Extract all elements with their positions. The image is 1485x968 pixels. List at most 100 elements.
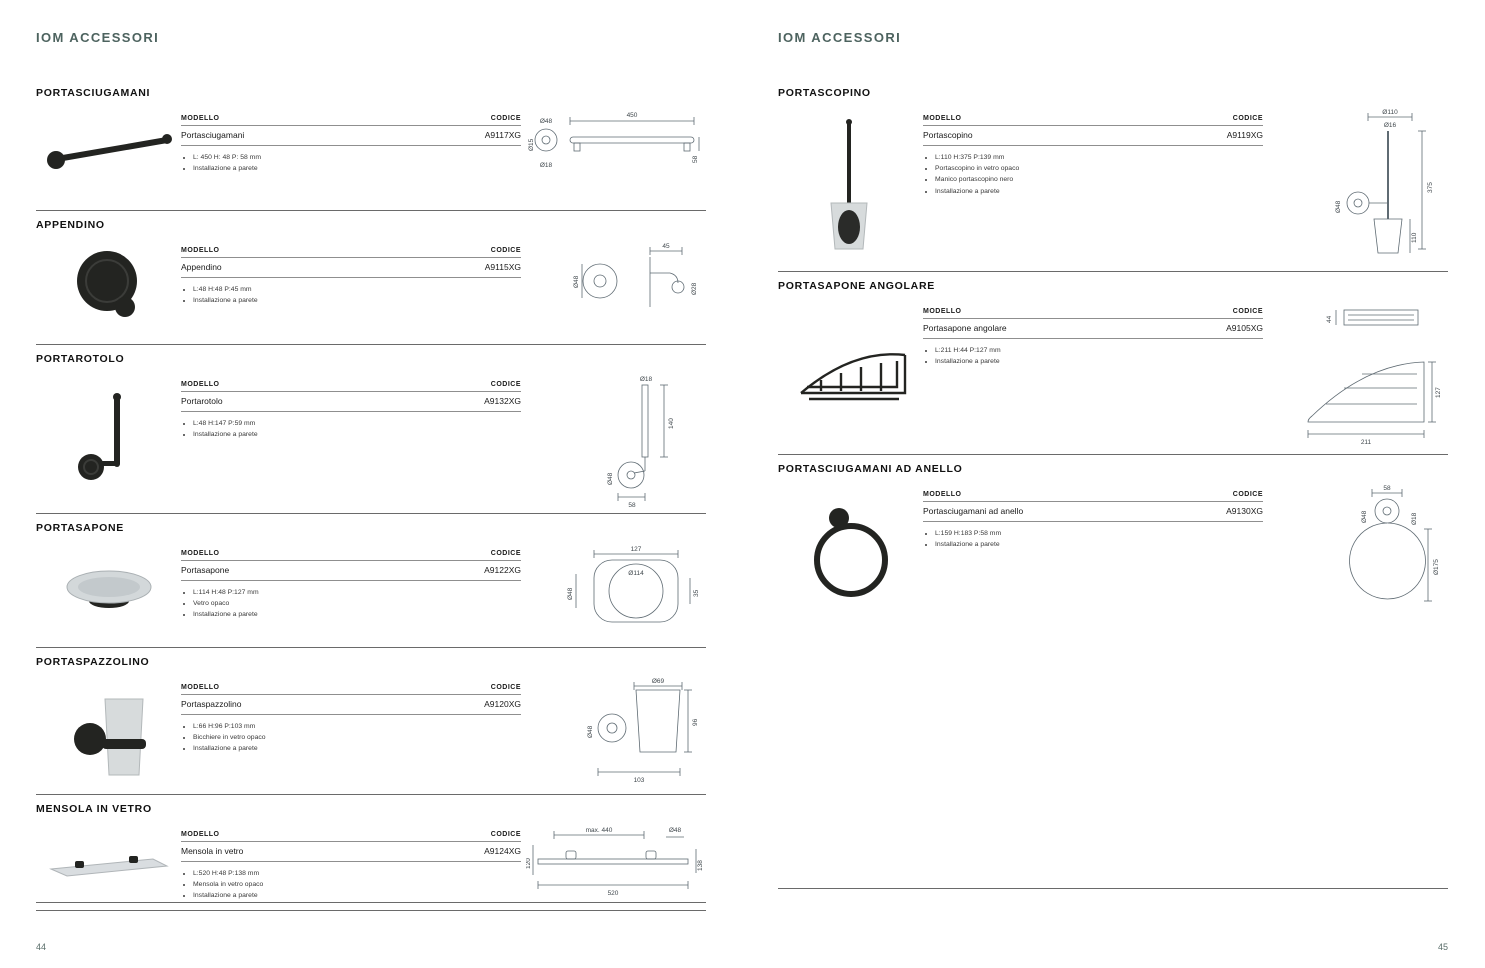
section-title: PORTASAPONE <box>36 522 125 534</box>
dim-label: Ø175 <box>1433 559 1440 575</box>
model-name: Appendino <box>181 262 222 272</box>
dim-label: 45 <box>662 243 670 250</box>
dim-label: max. 440 <box>586 827 613 834</box>
product-photo-glass-shelf <box>36 823 181 903</box>
product-photo-toilet-brush <box>778 107 923 267</box>
dim-label: Ø18 <box>1411 512 1418 525</box>
dim-label: Ø18 <box>540 162 553 169</box>
technical-drawing-towel-ring: 58 Ø48 Ø18 Ø175 <box>1263 483 1448 617</box>
model-name: Portasciugamani <box>181 130 245 140</box>
spec-bullet: Installazione a parete <box>935 356 1263 367</box>
section-title: PORTASCIUGAMANI AD ANELLO <box>778 463 963 475</box>
dim-label: Ø48 <box>669 827 682 834</box>
section-mensola: MENSOLA IN VETRO MODELLO CODICE Mens <box>36 795 706 911</box>
code-header: CODICE <box>490 247 521 254</box>
dim-label: 103 <box>634 777 645 784</box>
dim-label: 120 <box>526 858 532 869</box>
spec-bullet: L:66 H:96 P:103 mm <box>193 721 521 732</box>
dim-label: Ø28 <box>691 282 698 295</box>
spec-list: L:66 H:96 P:103 mm Bicchiere in vetro op… <box>193 721 521 755</box>
dim-label: 58 <box>692 155 699 163</box>
spec-list: L:110 H:375 P:139 mm Portascopino in vet… <box>935 152 1263 197</box>
dim-label: Ø16 <box>1384 122 1397 129</box>
dim-label: 211 <box>1361 439 1372 446</box>
spec-list: L:211 H:44 P:127 mm Installazione a pare… <box>935 345 1263 367</box>
product-info: MODELLO CODICE Portascopino A9119XG L:11… <box>923 107 1263 267</box>
spec-list: L:48 H:48 P:45 mm Installazione a parete <box>193 284 521 306</box>
dim-label: 35 <box>693 589 700 597</box>
product-code: A9124XG <box>484 846 521 856</box>
spec-bullet: Bicchiere in vetro opaco <box>193 732 521 743</box>
technical-drawing-glass-shelf: max. 440 Ø48 120 138 520 <box>521 823 706 903</box>
page-number: 45 <box>1437 942 1448 952</box>
product-photo-soap-dish <box>36 542 181 634</box>
dim-label: Ø69 <box>652 678 665 685</box>
section-title: PORTAROTOLO <box>36 353 125 365</box>
section-appendino: APPENDINO MODELLO CODICE Appendino <box>36 211 706 345</box>
section-portasapone: PORTASAPONE MODELLO CODICE Portasapo <box>36 514 706 648</box>
dim-label: 58 <box>628 502 636 509</box>
product-photo-towel-ring <box>778 483 923 617</box>
code-header: CODICE <box>490 550 521 557</box>
code-header: CODICE <box>1232 115 1263 122</box>
dim-label: 44 <box>1326 315 1333 323</box>
page-header: IOM ACCESSORI <box>778 30 902 45</box>
product-code: A9130XG <box>1226 506 1263 516</box>
technical-drawing-tumbler: Ø69 Ø48 96 103 <box>521 676 706 790</box>
spec-bullet: L:159 H:183 P:58 mm <box>935 528 1263 539</box>
spec-bullet: L:114 H:48 P:127 mm <box>193 587 521 598</box>
page-header: IOM ACCESSORI <box>36 30 160 45</box>
code-header: CODICE <box>1232 491 1263 498</box>
product-code: A9119XG <box>1226 130 1263 140</box>
spec-list: L:159 H:183 P:58 mm Installazione a pare… <box>935 528 1263 550</box>
code-header: CODICE <box>490 831 521 838</box>
section-title: MENSOLA IN VETRO <box>36 803 152 815</box>
product-code: A9105XG <box>1226 323 1263 333</box>
product-info: MODELLO CODICE Mensola in vetro A9124XG … <box>181 823 521 903</box>
spec-bullet: Installazione a parete <box>193 743 521 754</box>
section-portasapone-angolare: PORTASAPONE ANGOLARE <box>778 272 1448 455</box>
product-photo-tumbler <box>36 676 181 790</box>
code-header: CODICE <box>1232 308 1263 315</box>
dim-label: 127 <box>631 546 642 553</box>
spec-bullet: Vetro opaco <box>193 598 521 609</box>
product-info: MODELLO CODICE Portasciugamani ad anello… <box>923 483 1263 617</box>
section-title: PORTASPAZZOLINO <box>36 656 150 668</box>
product-photo-hook <box>36 239 181 331</box>
spec-bullet: Installazione a parete <box>193 609 521 620</box>
spec-bullet: Installazione a parete <box>193 295 521 306</box>
dim-label: Ø48 <box>540 118 553 125</box>
dim-label: 140 <box>668 418 675 429</box>
product-info: MODELLO CODICE Portaspazzolino A9120XG L… <box>181 676 521 790</box>
product-info: MODELLO CODICE Portasapone A9122XG L:114… <box>181 542 521 634</box>
model-header: MODELLO <box>181 684 220 691</box>
model-name: Portasapone angolare <box>923 323 1007 333</box>
page-left: IOM ACCESSORI PORTASCIUGAMANI MODELLO CO… <box>0 0 742 968</box>
product-code: A9117XG <box>484 130 521 140</box>
page-right: IOM ACCESSORI PORTASCOPINO MODELLO CODIC <box>742 0 1484 968</box>
product-photo-towel-bar <box>36 107 181 189</box>
section-title: PORTASCIUGAMANI <box>36 87 151 99</box>
code-header: CODICE <box>490 115 521 122</box>
technical-drawing-towel-bar: 450 Ø48 Ø15 Ø18 58 <box>521 107 706 189</box>
product-photo-roll-holder <box>36 373 181 509</box>
dim-label: Ø114 <box>628 570 644 577</box>
model-name: Portaspazzolino <box>181 699 242 709</box>
section-anello: PORTASCIUGAMANI AD ANELLO MODELLO CODICE… <box>778 455 1448 621</box>
spec-bullet: L:110 H:375 P:139 mm <box>935 152 1263 163</box>
spec-bullet: Installazione a parete <box>193 890 521 901</box>
product-info: MODELLO CODICE Portasciugamani A9117XG L… <box>181 107 521 189</box>
section-title: PORTASAPONE ANGOLARE <box>778 280 935 292</box>
spec-bullet: Portascopino in vetro opaco <box>935 163 1263 174</box>
model-name: Portascopino <box>923 130 973 140</box>
spec-bullet: Installazione a parete <box>193 163 521 174</box>
dim-label: 375 <box>1427 182 1434 193</box>
model-name: Portarotolo <box>181 396 223 406</box>
section-portascopino: PORTASCOPINO MODELLO CODICE <box>778 79 1448 272</box>
model-header: MODELLO <box>181 247 220 254</box>
technical-drawing-roll-holder: Ø18 140 Ø48 58 <box>521 373 706 509</box>
dim-label: 450 <box>627 112 638 119</box>
dim-label: Ø48 <box>1335 200 1342 213</box>
product-info: MODELLO CODICE Appendino A9115XG L:48 H:… <box>181 239 521 331</box>
